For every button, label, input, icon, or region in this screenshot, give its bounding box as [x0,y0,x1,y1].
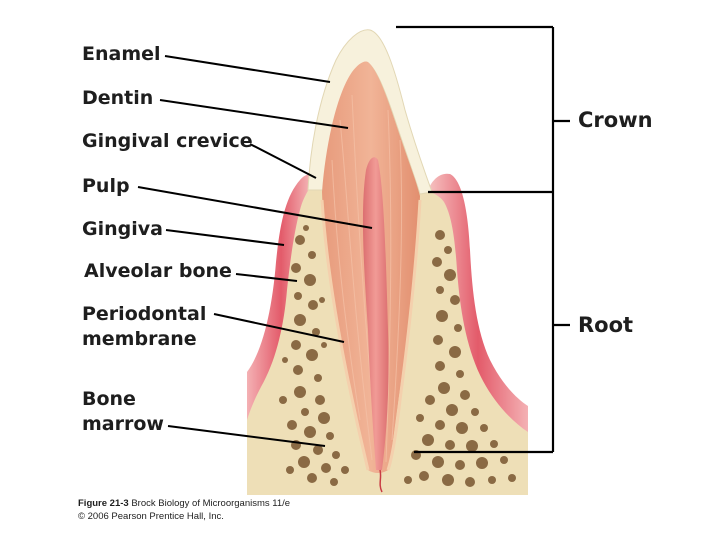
crown-root-bracket [396,25,570,454]
pulp-leader [137,186,373,229]
pulp [362,157,389,470]
label-gingiva: Gingiva [82,218,163,240]
periodontal-membrane-left [320,199,370,471]
label-dentin: Dentin [82,87,154,109]
alveolar-bone-leader [235,273,298,282]
label-alveolar-bone: Alveolar bone [84,260,232,282]
dentin-leader [159,99,349,129]
label-periodontal-line2: membrane [82,328,197,350]
caption-copyright: © 2006 Pearson Prentice Hall, Inc. [78,511,224,522]
root-canal-nerve [379,469,383,493]
leader-lines [137,55,373,447]
periodontal-membrane-leader [213,313,345,343]
label-enamel: Enamel [82,43,161,65]
gingival-crevice-leader [249,143,317,179]
label-root: Root [578,313,634,337]
gingiva-right [428,173,528,433]
bone-texture-left [279,225,349,486]
label-crown: Crown [578,108,653,132]
periodontal-membrane-right [386,199,422,471]
label-pulp: Pulp [82,175,130,197]
caption-book-title: Brock Biology of Microorganisms 11/e [131,498,291,509]
bone-marrow-leader [167,425,326,447]
caption-figure-number: Figure 21-3 [78,498,129,509]
label-bone-marrow-line2: marrow [82,413,164,435]
label-periodontal-line1: Periodontal [82,303,207,325]
figure-caption: Figure 21-3 Brock Biology of Microorgani… [78,498,290,510]
enamel-leader [164,55,331,83]
gingiva-leader [165,229,285,246]
label-gingival-crevice: Gingival crevice [82,130,253,152]
gingiva-left [247,174,315,420]
label-bone-marrow-line1: Bone [82,388,136,410]
bone-texture-right [404,230,516,487]
